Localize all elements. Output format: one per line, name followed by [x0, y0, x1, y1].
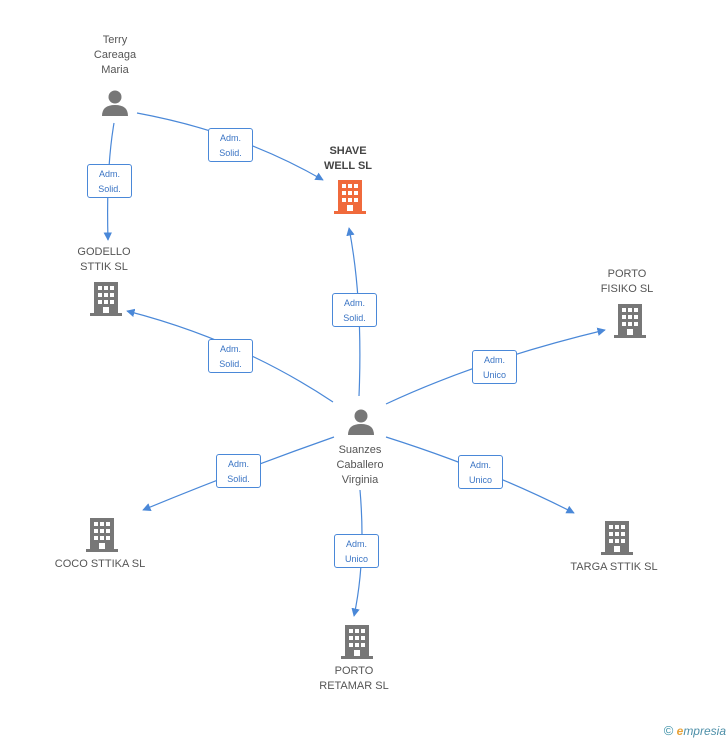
name-line: TARGA STTIK SL — [570, 561, 658, 573]
brand-footer: © empresia — [664, 723, 726, 738]
name-line: RETAMAR SL — [319, 680, 389, 692]
name-line: Maria — [101, 64, 129, 76]
building-icon[interactable] — [340, 623, 374, 661]
badge-line: Solid. — [219, 148, 242, 158]
badge-line: Adm. — [98, 169, 120, 179]
name-line: SHAVE — [329, 145, 367, 157]
badge-line: Adm. — [219, 133, 241, 143]
company-name-godello: GODELLO STTIK SL — [59, 245, 149, 275]
relation-badge[interactable]: Adm. Unico — [458, 455, 503, 489]
badge-line: Solid. — [219, 359, 242, 369]
relation-badge[interactable]: Adm. Solid. — [208, 128, 253, 162]
company-name-porto-retamar: PORTO RETAMAR SL — [309, 664, 399, 694]
name-line: GODELLO — [77, 246, 131, 258]
name-line: PORTO — [334, 665, 374, 677]
relation-badge[interactable]: Adm. Unico — [334, 534, 379, 568]
name-line: Terry — [102, 34, 128, 46]
badge-line: Solid. — [98, 184, 121, 194]
name-line: PORTO — [607, 268, 647, 280]
company-name-shave-well: SHAVE WELL SL — [303, 144, 393, 174]
name-line: Virginia — [341, 474, 379, 486]
badge-line: Solid. — [343, 313, 366, 323]
badge-line: Solid. — [227, 474, 250, 484]
name-line: COCO STTIKA SL — [54, 558, 146, 570]
relation-badge[interactable]: Adm. Solid. — [216, 454, 261, 488]
copyright-icon: © — [663, 723, 674, 738]
relation-badge[interactable]: Adm. Solid. — [87, 164, 132, 198]
building-icon[interactable] — [333, 178, 367, 216]
person-icon[interactable] — [100, 88, 130, 118]
person-icon[interactable] — [346, 407, 376, 437]
name-line: Caballero — [336, 459, 384, 471]
company-name-targa: TARGA STTIK SL — [554, 560, 674, 575]
badge-line: Adm. — [219, 344, 241, 354]
person-name-terry: Terry Careaga Maria — [70, 33, 160, 78]
badge-line: Unico — [344, 554, 368, 564]
relation-badge[interactable]: Adm. Unico — [472, 350, 517, 384]
building-icon[interactable] — [89, 280, 123, 318]
badge-line: Adm. — [227, 459, 249, 469]
building-icon[interactable] — [85, 516, 119, 554]
relation-badge[interactable]: Adm. Solid. — [208, 339, 253, 373]
name-line: FISIKO SL — [600, 283, 654, 295]
badge-line: Adm. — [343, 298, 365, 308]
badge-line: Unico — [468, 475, 492, 485]
company-name-porto-fisiko: PORTO FISIKO SL — [582, 267, 672, 297]
name-line: WELL SL — [323, 160, 373, 172]
name-line: Careaga — [93, 49, 137, 61]
brand-logo-initial: e — [676, 724, 684, 738]
relation-badge[interactable]: Adm. Solid. — [332, 293, 377, 327]
name-line: Suanzes — [338, 444, 382, 456]
brand-logo-text: mpresia — [683, 724, 726, 738]
badge-line: Adm. — [483, 355, 505, 365]
badge-line: Adm. — [469, 460, 491, 470]
name-line: STTIK SL — [80, 261, 128, 273]
building-icon[interactable] — [613, 302, 647, 340]
company-name-coco: COCO STTIKA SL — [40, 557, 160, 572]
badge-line: Unico — [482, 370, 506, 380]
badge-line: Adm. — [345, 539, 367, 549]
building-icon[interactable] — [600, 519, 634, 557]
person-name-suanzes: Suanzes Caballero Virginia — [315, 443, 405, 488]
